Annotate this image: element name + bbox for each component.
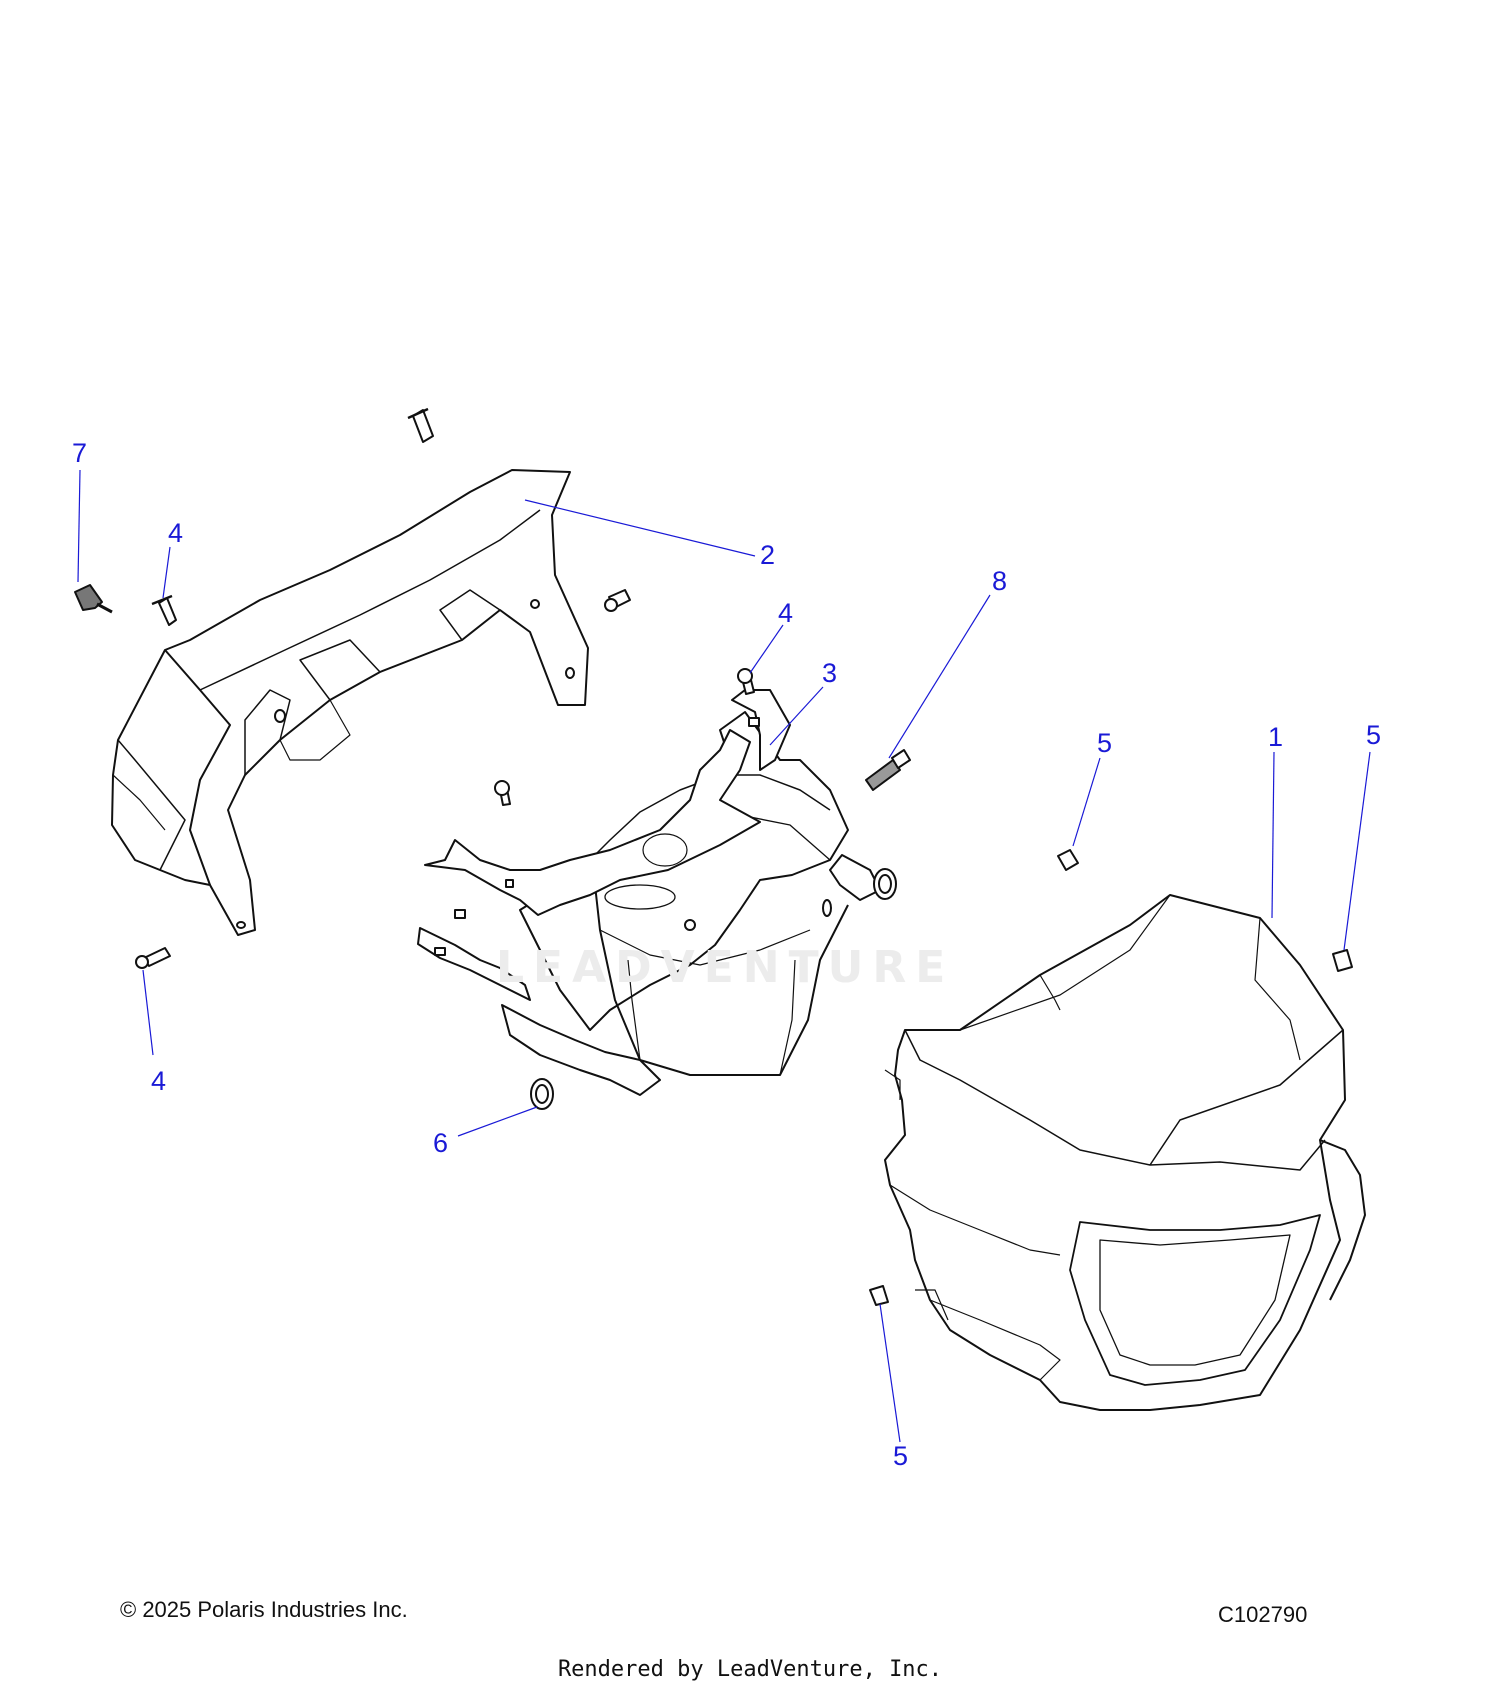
diagram-id: C102790 <box>1218 1602 1308 1627</box>
headlight-pod-part <box>884 894 1366 1411</box>
screw-item-7 <box>74 584 113 614</box>
callout-4-top-left: 4 <box>168 518 184 548</box>
callout-2: 2 <box>760 540 776 570</box>
leader-lines <box>77 469 1371 1443</box>
watermark: LEADVENTURE <box>496 942 955 993</box>
screw-top <box>407 407 434 443</box>
callout-5-upper: 5 <box>1097 728 1113 758</box>
clip-item-5b <box>1332 949 1353 972</box>
screw-right-cover <box>604 589 631 612</box>
grommet-item-6 <box>530 1078 554 1110</box>
grommet-right <box>873 868 897 900</box>
callout-4-bottom-left: 4 <box>151 1066 167 1096</box>
headlight-bracket-part <box>417 689 881 1096</box>
screw-item-4c <box>135 947 171 969</box>
clip-item-5c <box>869 1285 889 1306</box>
callout-3: 3 <box>822 658 838 688</box>
callout-5-right: 5 <box>1366 720 1382 750</box>
bolt-item-8 <box>865 749 911 791</box>
callout-1: 1 <box>1268 722 1284 752</box>
copyright-text: © 2025 Polaris Industries Inc. <box>120 1597 408 1622</box>
screw-center <box>494 780 511 806</box>
callout-6: 6 <box>433 1128 449 1158</box>
callout-5-bottom: 5 <box>893 1441 909 1471</box>
screw-item-4b <box>737 668 755 695</box>
rendered-by-text: Rendered by LeadVenture, Inc. <box>557 1657 943 1682</box>
headlight-cover-part <box>111 469 589 936</box>
callout-4-center: 4 <box>778 598 794 628</box>
screw-item-4a <box>151 594 177 626</box>
callout-7: 7 <box>72 438 88 468</box>
clip-item-5a <box>1057 849 1079 871</box>
callout-8: 8 <box>992 566 1008 596</box>
